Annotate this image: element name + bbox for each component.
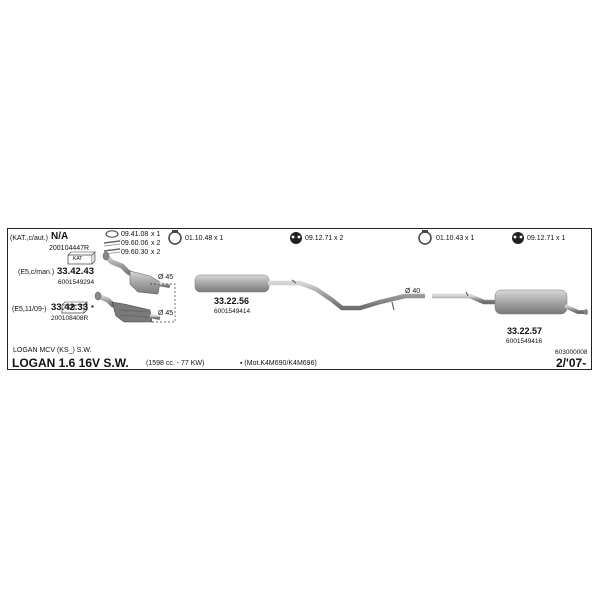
clamp-icon bbox=[168, 230, 182, 245]
fitting-code: 09.60.30 bbox=[121, 249, 149, 256]
date-range: 2/'07- bbox=[556, 356, 587, 370]
diameter-label: Ø 40 bbox=[405, 288, 421, 295]
cat1-label: (E5,c/man.) bbox=[18, 269, 55, 276]
rear-silencer bbox=[432, 289, 588, 315]
kat-value: N/A bbox=[51, 231, 69, 242]
rubber-mount-icon bbox=[512, 232, 524, 244]
fitting-qty: x 2 bbox=[151, 249, 161, 256]
fitting-qty: x 2 bbox=[334, 235, 344, 242]
motor-note: ▪ (Mot.K4M690/K4M696) bbox=[240, 360, 317, 367]
gasket-icon bbox=[105, 230, 119, 238]
fitting-code: 01.10.48 bbox=[185, 235, 213, 242]
fitting-qty: x 1 bbox=[151, 231, 161, 238]
rear-code: 33.22.57 bbox=[507, 326, 543, 336]
fitting-code: 09.41.08 bbox=[121, 231, 149, 238]
catalytic-converter-1 bbox=[102, 251, 171, 295]
cat2-marker: ▪ bbox=[91, 302, 94, 311]
cat1-ref: 6001549294 bbox=[58, 279, 95, 286]
clamp-icon bbox=[418, 230, 432, 245]
fitting-qty: x 1 bbox=[465, 235, 475, 242]
fitting-qty: x 1 bbox=[214, 235, 224, 242]
kat-badge-text: KAT bbox=[67, 305, 77, 311]
fitting-qty: x 2 bbox=[151, 240, 161, 247]
diagram-frame bbox=[7, 228, 592, 370]
kat-badge-2 bbox=[61, 301, 88, 314]
fitting-code: 09.12.71 bbox=[527, 235, 555, 242]
diameter-label: Ø 45 bbox=[158, 310, 174, 317]
rubber-mount-icon bbox=[290, 232, 302, 244]
middle-silencer bbox=[180, 274, 425, 311]
kat-ref: 200104447R bbox=[49, 245, 90, 252]
cat2-code: 33.42.33 bbox=[51, 302, 88, 313]
model-title: LOGAN 1.6 16V S.W. bbox=[12, 356, 129, 370]
kat-badge-text: KAT bbox=[73, 256, 83, 262]
fitting-code: 09.12.71 bbox=[305, 235, 333, 242]
diameter-label: Ø 45 bbox=[158, 274, 174, 281]
model-subtitle: LOGAN MCV (KS_) S.W. bbox=[13, 347, 92, 354]
bolt-icon bbox=[103, 240, 121, 247]
cat2-ref: 200108408R bbox=[51, 315, 89, 322]
bolt-icon bbox=[103, 248, 121, 255]
fitting-qty: x 1 bbox=[556, 235, 566, 242]
engine-spec: (1598 cc. - 77 KW) bbox=[146, 360, 205, 367]
cat1-code: 33.42.43 bbox=[57, 266, 94, 277]
fitting-code: 09.60.06 bbox=[121, 240, 149, 247]
cat2-label: (E5,11/09-) bbox=[12, 306, 47, 313]
middle-ref: 6001549414 bbox=[214, 308, 251, 315]
fitting-code: 01.10.43 bbox=[436, 235, 464, 242]
catalytic-converter-2 bbox=[94, 291, 161, 323]
diameter-bracket bbox=[150, 283, 176, 323]
kat-badge-1 bbox=[67, 251, 96, 265]
kat-label: (KAT.,c/aut.) bbox=[10, 235, 48, 242]
catalog-number: 603000008 bbox=[555, 349, 588, 356]
middle-code: 33.22.56 bbox=[214, 296, 250, 306]
rear-ref: 6001549416 bbox=[506, 338, 543, 345]
